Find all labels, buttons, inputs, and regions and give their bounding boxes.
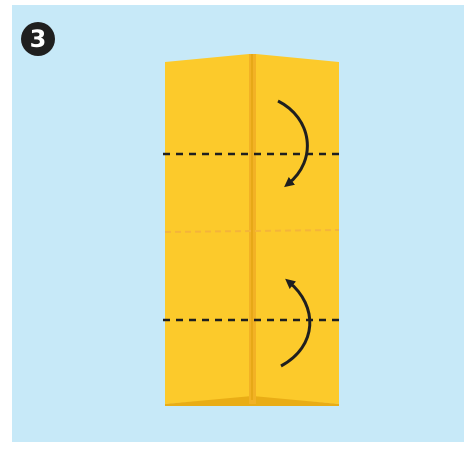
- paper-left-panel: [165, 54, 249, 404]
- folded-paper: [165, 54, 339, 406]
